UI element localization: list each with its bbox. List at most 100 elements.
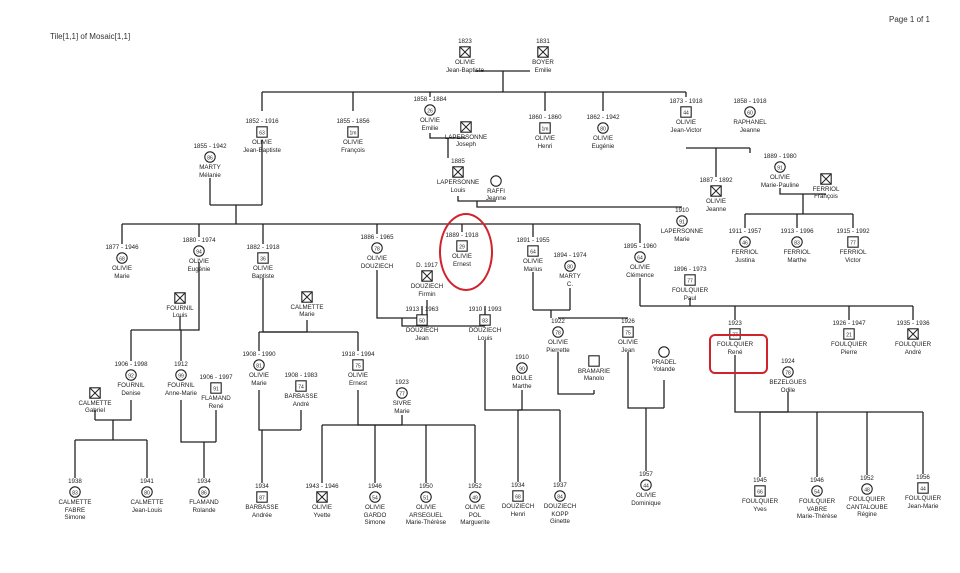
female-circle-icon: 83: [69, 486, 81, 499]
person-age: 26: [427, 109, 433, 115]
person-age: 84: [557, 495, 563, 501]
male-square-icon: 1m: [539, 122, 551, 135]
person-surname: CALMETTE: [58, 499, 92, 507]
person-age: 99: [178, 374, 184, 380]
person-age: 49: [472, 496, 478, 502]
person-dates: 1855 - 1856: [336, 118, 370, 125]
female-circle-icon: 91: [774, 161, 786, 174]
male-square-icon: 21: [843, 328, 855, 341]
person-surname: FOULQUIER: [741, 498, 779, 506]
person-age: 1m: [542, 127, 549, 133]
person-age: 91: [679, 220, 685, 226]
person-dates: 1923: [728, 320, 742, 327]
person-given-name: Marie: [394, 407, 410, 415]
person-surname: BRAMARIE: [577, 368, 611, 375]
person-dates: 1912: [174, 361, 188, 368]
person-surname: OLIVIE: [535, 135, 555, 143]
person-age: 50: [419, 319, 425, 325]
male-square-icon: 1m: [347, 126, 359, 139]
person-surname: FOULQUIER: [894, 341, 932, 349]
person-age: 66: [757, 490, 763, 496]
female-circle-icon: 78: [371, 242, 383, 255]
person-age: 87: [259, 496, 265, 502]
person-age: 78: [374, 247, 380, 253]
person-given-name: CANTALOUBE: [846, 503, 888, 511]
female-circle-icon: 64: [634, 251, 646, 264]
person-surname: CALMETTE: [130, 499, 164, 507]
person-given-name: René: [727, 348, 743, 356]
person-dates: 1952: [468, 483, 482, 490]
deceased-cross-icon: [452, 166, 464, 179]
person-surname: FERRIOL: [839, 249, 867, 257]
male-square-icon: 44: [917, 482, 929, 495]
person-given-name: Emilie: [421, 124, 439, 132]
person-given-name: Marthe: [787, 256, 807, 264]
person-surname: OLIVIE: [618, 339, 638, 347]
